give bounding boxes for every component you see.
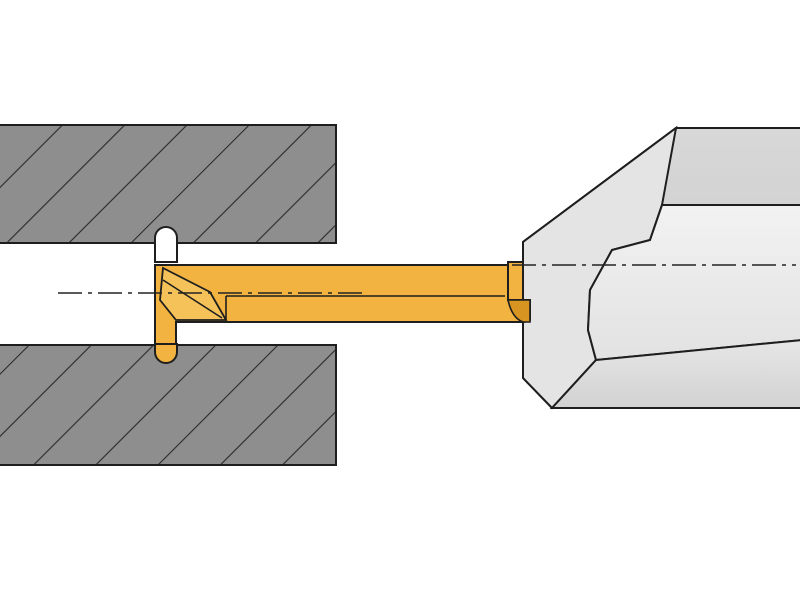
insert-neck-curve bbox=[507, 299, 531, 323]
groove bbox=[154, 226, 178, 364]
holder-bottom-band bbox=[549, 339, 800, 409]
workpiece-upper-wall bbox=[0, 124, 337, 244]
groove-slot-lower bbox=[154, 343, 178, 364]
holder-middle-band bbox=[586, 204, 800, 362]
insert-rake-line bbox=[162, 279, 223, 319]
tool-holder bbox=[522, 125, 800, 410]
insert-cutting-tip bbox=[159, 266, 228, 321]
workpiece bbox=[0, 124, 337, 466]
insert-clamp-end bbox=[507, 261, 524, 301]
workpiece-lower-wall bbox=[0, 344, 337, 466]
groove-slot-upper bbox=[154, 226, 178, 263]
grooving-insert bbox=[154, 261, 531, 345]
centerlines bbox=[58, 264, 796, 294]
